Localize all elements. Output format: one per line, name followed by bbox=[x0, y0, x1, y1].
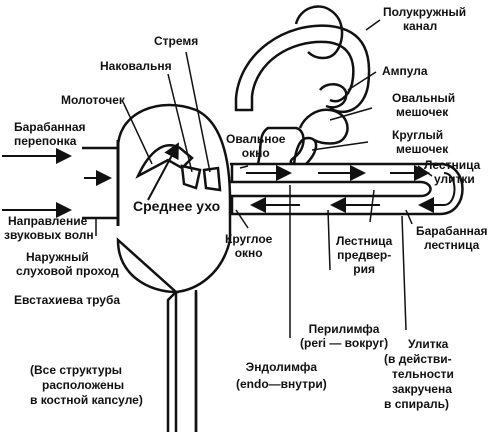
stirrup-shape bbox=[202, 166, 222, 192]
label-oval-window: Овальное окно bbox=[226, 132, 286, 160]
semicircular-canal-inner bbox=[250, 40, 355, 103]
label-scala-tympani: Барабанная лестница bbox=[416, 224, 488, 252]
vestibule bbox=[256, 126, 305, 166]
flow-arrow-turn bbox=[418, 172, 456, 213]
label-eardrum: Барабанная перепонка bbox=[14, 120, 86, 148]
label-semicircular-canal: Полукружный канал bbox=[383, 5, 467, 33]
label-perilymph: Перилимфа (peri — вокруг) bbox=[300, 322, 389, 350]
note-all-structures: (Все структуры расположены в костной кап… bbox=[30, 363, 143, 407]
label-scala-cochlea: Лестница улитки bbox=[424, 158, 481, 186]
oval-sac-shape bbox=[298, 108, 349, 145]
label-sound-direction: Направление звуковых волн bbox=[4, 214, 94, 242]
label-cochlea: Улитка bbox=[408, 337, 449, 351]
semicircular-canal-loop bbox=[294, 5, 344, 60]
canal-base bbox=[234, 96, 254, 112]
cochlea-outer bbox=[230, 162, 464, 216]
label-ampulla: Ампула bbox=[382, 64, 428, 78]
semicircular-canal-outer bbox=[234, 24, 371, 114]
anvil-shape bbox=[180, 164, 202, 190]
label-endolymph: Эндолимфа (endo—внутри) bbox=[236, 360, 327, 391]
label-scala-vestibule: Лестница предвер- рия bbox=[336, 234, 393, 276]
label-oval-sac: Овальный мешочек bbox=[392, 91, 456, 119]
label-hammer: Молоточек bbox=[61, 93, 125, 107]
leader-lines bbox=[95, 19, 433, 338]
middle-ear-arrow bbox=[147, 142, 179, 201]
note-cochlea: (в действи- тельности закручена в спирал… bbox=[384, 352, 454, 411]
label-round-sac: Круглый мешочек bbox=[392, 128, 449, 156]
round-sac-shape bbox=[292, 136, 318, 165]
cochlea-partition bbox=[230, 180, 432, 198]
label-middle-ear: Среднее ухо bbox=[133, 198, 221, 214]
label-eustachian-tube: Евстахиева труба bbox=[14, 293, 121, 307]
label-anvil: Наковальня bbox=[100, 59, 172, 73]
label-round-window: Круглое окно bbox=[225, 232, 273, 260]
label-ear-canal: Наружный слуховой проход bbox=[16, 250, 119, 278]
label-stirrup: Стремя bbox=[154, 34, 199, 48]
ampulla-shape bbox=[319, 83, 348, 109]
